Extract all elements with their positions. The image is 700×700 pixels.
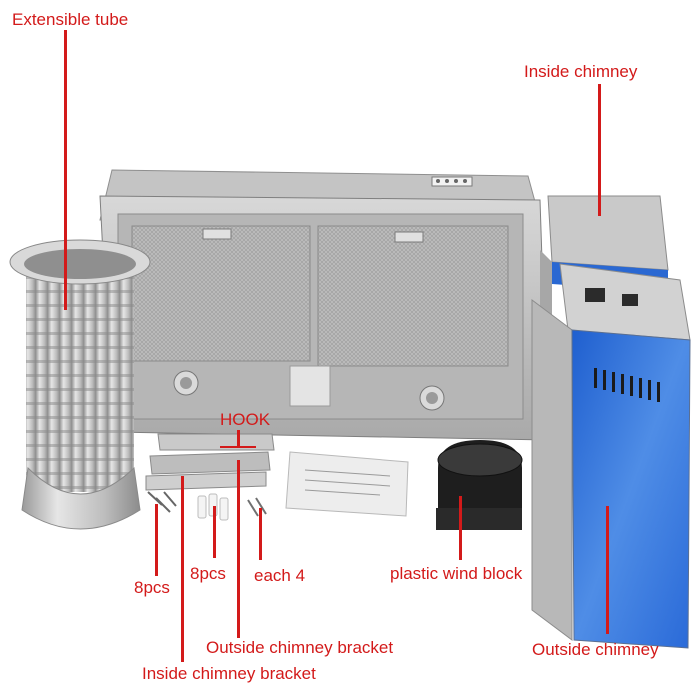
instruction-card — [285, 451, 409, 517]
outside-chimney-pointer — [606, 506, 609, 634]
label-plastic-wind-block: plastic wind block — [390, 564, 523, 583]
outside-chimney — [531, 263, 691, 649]
plastic-wind-block-pointer — [459, 496, 462, 560]
hook-pointer-vertical — [237, 430, 240, 448]
range-hood — [99, 169, 549, 441]
extensible-tube-pointer — [64, 30, 67, 310]
extensible-tube — [9, 239, 151, 530]
screws-and-anchors — [147, 491, 267, 521]
chimney-brackets — [145, 433, 275, 491]
label-hook: HOOK — [220, 410, 271, 429]
label-outside-chimney-bracket: Outside chimney bracket — [206, 638, 394, 657]
eight-pcs-a-pointer — [155, 504, 158, 576]
label-8pcs-a: 8pcs — [134, 578, 170, 597]
label-inside-chimney-bracket: Inside chimney bracket — [142, 664, 316, 683]
label-extensible-tube: Extensible tube — [12, 10, 129, 29]
control-buttons — [431, 176, 473, 187]
hook-pointer-horizontal — [220, 446, 256, 448]
label-inside-chimney: Inside chimney — [524, 62, 638, 81]
outside-chimney-bracket-pointer — [237, 460, 240, 638]
label-8pcs-b: 8pcs — [190, 564, 226, 583]
plastic-wind-block — [436, 440, 523, 530]
eight-pcs-b-pointer — [213, 506, 216, 558]
each-4-pointer — [259, 508, 262, 560]
label-each-4: each 4 — [254, 566, 306, 585]
label-outside-chimney: Outside chimney — [532, 640, 659, 659]
inside-chimney-bracket-pointer — [181, 476, 184, 662]
inside-chimney-pointer — [598, 84, 601, 216]
